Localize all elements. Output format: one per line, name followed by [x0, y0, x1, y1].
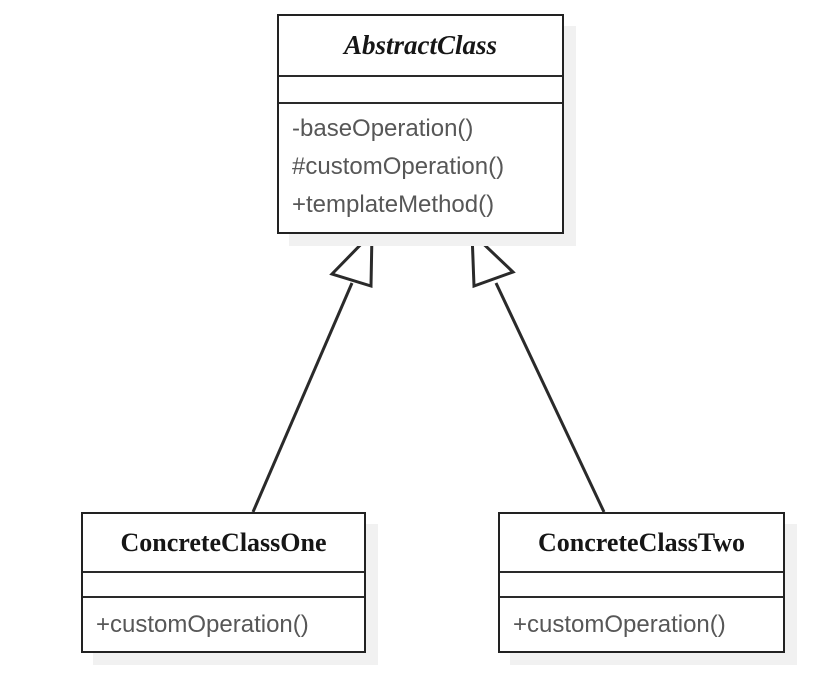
operation-template-method: +templateMethod(): [292, 191, 495, 218]
operation-custom-operation: +customOperation(): [513, 611, 726, 638]
uml-class-concrete-class-two[interactable]: ConcreteClassTwo +customOperation(): [498, 512, 785, 653]
attributes-compartment-concrete-class-one: [83, 573, 364, 596]
operation-custom-operation: #customOperation(): [292, 153, 505, 180]
compartment-divider-attributes-operations: [500, 596, 783, 598]
class-name-concrete-class-two: ConcreteClassTwo: [537, 528, 745, 557]
uml-class-abstract-class[interactable]: AbstractClass -baseOperation() #customOp…: [277, 14, 564, 234]
hollow-triangle-arrowhead-concrete-one: [329, 229, 374, 289]
compartment-divider-attributes-operations: [83, 596, 364, 598]
class-name-abstract-class: AbstractClass: [343, 30, 498, 60]
compartment-divider-name-attributes: [500, 571, 783, 573]
operations-compartment-concrete-class-two: +customOperation(): [500, 598, 783, 645]
generalization-line-concrete-one: [251, 282, 354, 513]
compartment-divider-attributes-operations: [279, 102, 562, 104]
generalization-line-concrete-two: [494, 282, 606, 513]
operation-custom-operation: +customOperation(): [96, 611, 309, 638]
attributes-compartment-concrete-class-two: [500, 573, 783, 596]
attributes-compartment-abstract-class: [279, 77, 562, 102]
operation-base-operation: -baseOperation(): [292, 115, 474, 142]
compartment-divider-name-attributes: [83, 571, 364, 573]
operations-compartment-abstract-class: -baseOperation() #customOperation() +tem…: [279, 104, 562, 224]
operations-compartment-concrete-class-one: +customOperation(): [83, 598, 364, 645]
hollow-triangle-arrowhead-concrete-two: [470, 229, 516, 289]
compartment-divider-name-attributes: [279, 75, 562, 77]
uml-class-concrete-class-one[interactable]: ConcreteClassOne +customOperation(): [81, 512, 366, 653]
class-name-concrete-class-one: ConcreteClassOne: [120, 528, 327, 557]
